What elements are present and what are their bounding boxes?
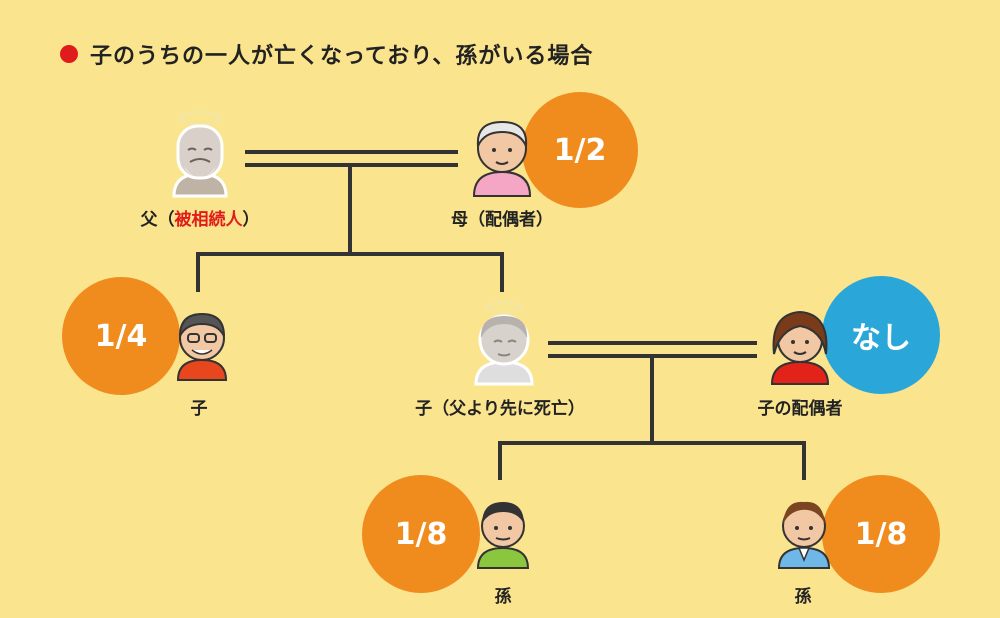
grandchild1-avatar-icon bbox=[476, 502, 530, 569]
grandchild1-share-circle: 1/8 bbox=[362, 475, 480, 593]
spouse-share-text: なし bbox=[851, 321, 911, 356]
child1-share-text: 1/4 bbox=[94, 318, 148, 354]
grandchild2-share-text: 1/8 bbox=[854, 516, 908, 552]
spouse-avatar-icon bbox=[770, 310, 830, 385]
grandchild1-label: 孫 bbox=[494, 587, 512, 607]
father-label-part1: 父（ bbox=[140, 210, 175, 230]
mother-share-text: 1/2 bbox=[553, 132, 607, 168]
grandchild1-share-text: 1/8 bbox=[394, 516, 448, 552]
diagram-title: 子のうちの一人が亡くなっており、孫がいる場合 bbox=[60, 38, 593, 70]
child1-label: 子 bbox=[190, 399, 208, 419]
child1-share-circle: 1/4 bbox=[62, 277, 180, 395]
mother-avatar-icon bbox=[472, 120, 532, 197]
bullet-dot-icon bbox=[60, 45, 78, 63]
mother-share-circle: 1/2 bbox=[522, 92, 638, 208]
father-label: 父（被相続人） bbox=[141, 205, 260, 230]
child1-avatar-icon bbox=[176, 312, 228, 381]
spouse-label: 子の配偶者 bbox=[757, 399, 843, 419]
father-label-part2: ） bbox=[242, 210, 260, 230]
father-avatar-icon bbox=[172, 110, 228, 198]
child2-avatar-icon bbox=[474, 301, 534, 386]
mother-label: 母（配偶者） bbox=[451, 210, 553, 230]
child2-label: 子（父より先に死亡） bbox=[415, 399, 585, 419]
grandchild2-share-circle: 1/8 bbox=[822, 475, 940, 593]
father-label-decedent: 被相続人 bbox=[174, 210, 243, 230]
grandchild2-label: 孫 bbox=[794, 587, 812, 607]
grandchild2-avatar-icon bbox=[777, 501, 831, 569]
spouse-share-circle: なし bbox=[822, 276, 940, 394]
title-text: 子のうちの一人が亡くなっており、孫がいる場合 bbox=[90, 44, 594, 69]
